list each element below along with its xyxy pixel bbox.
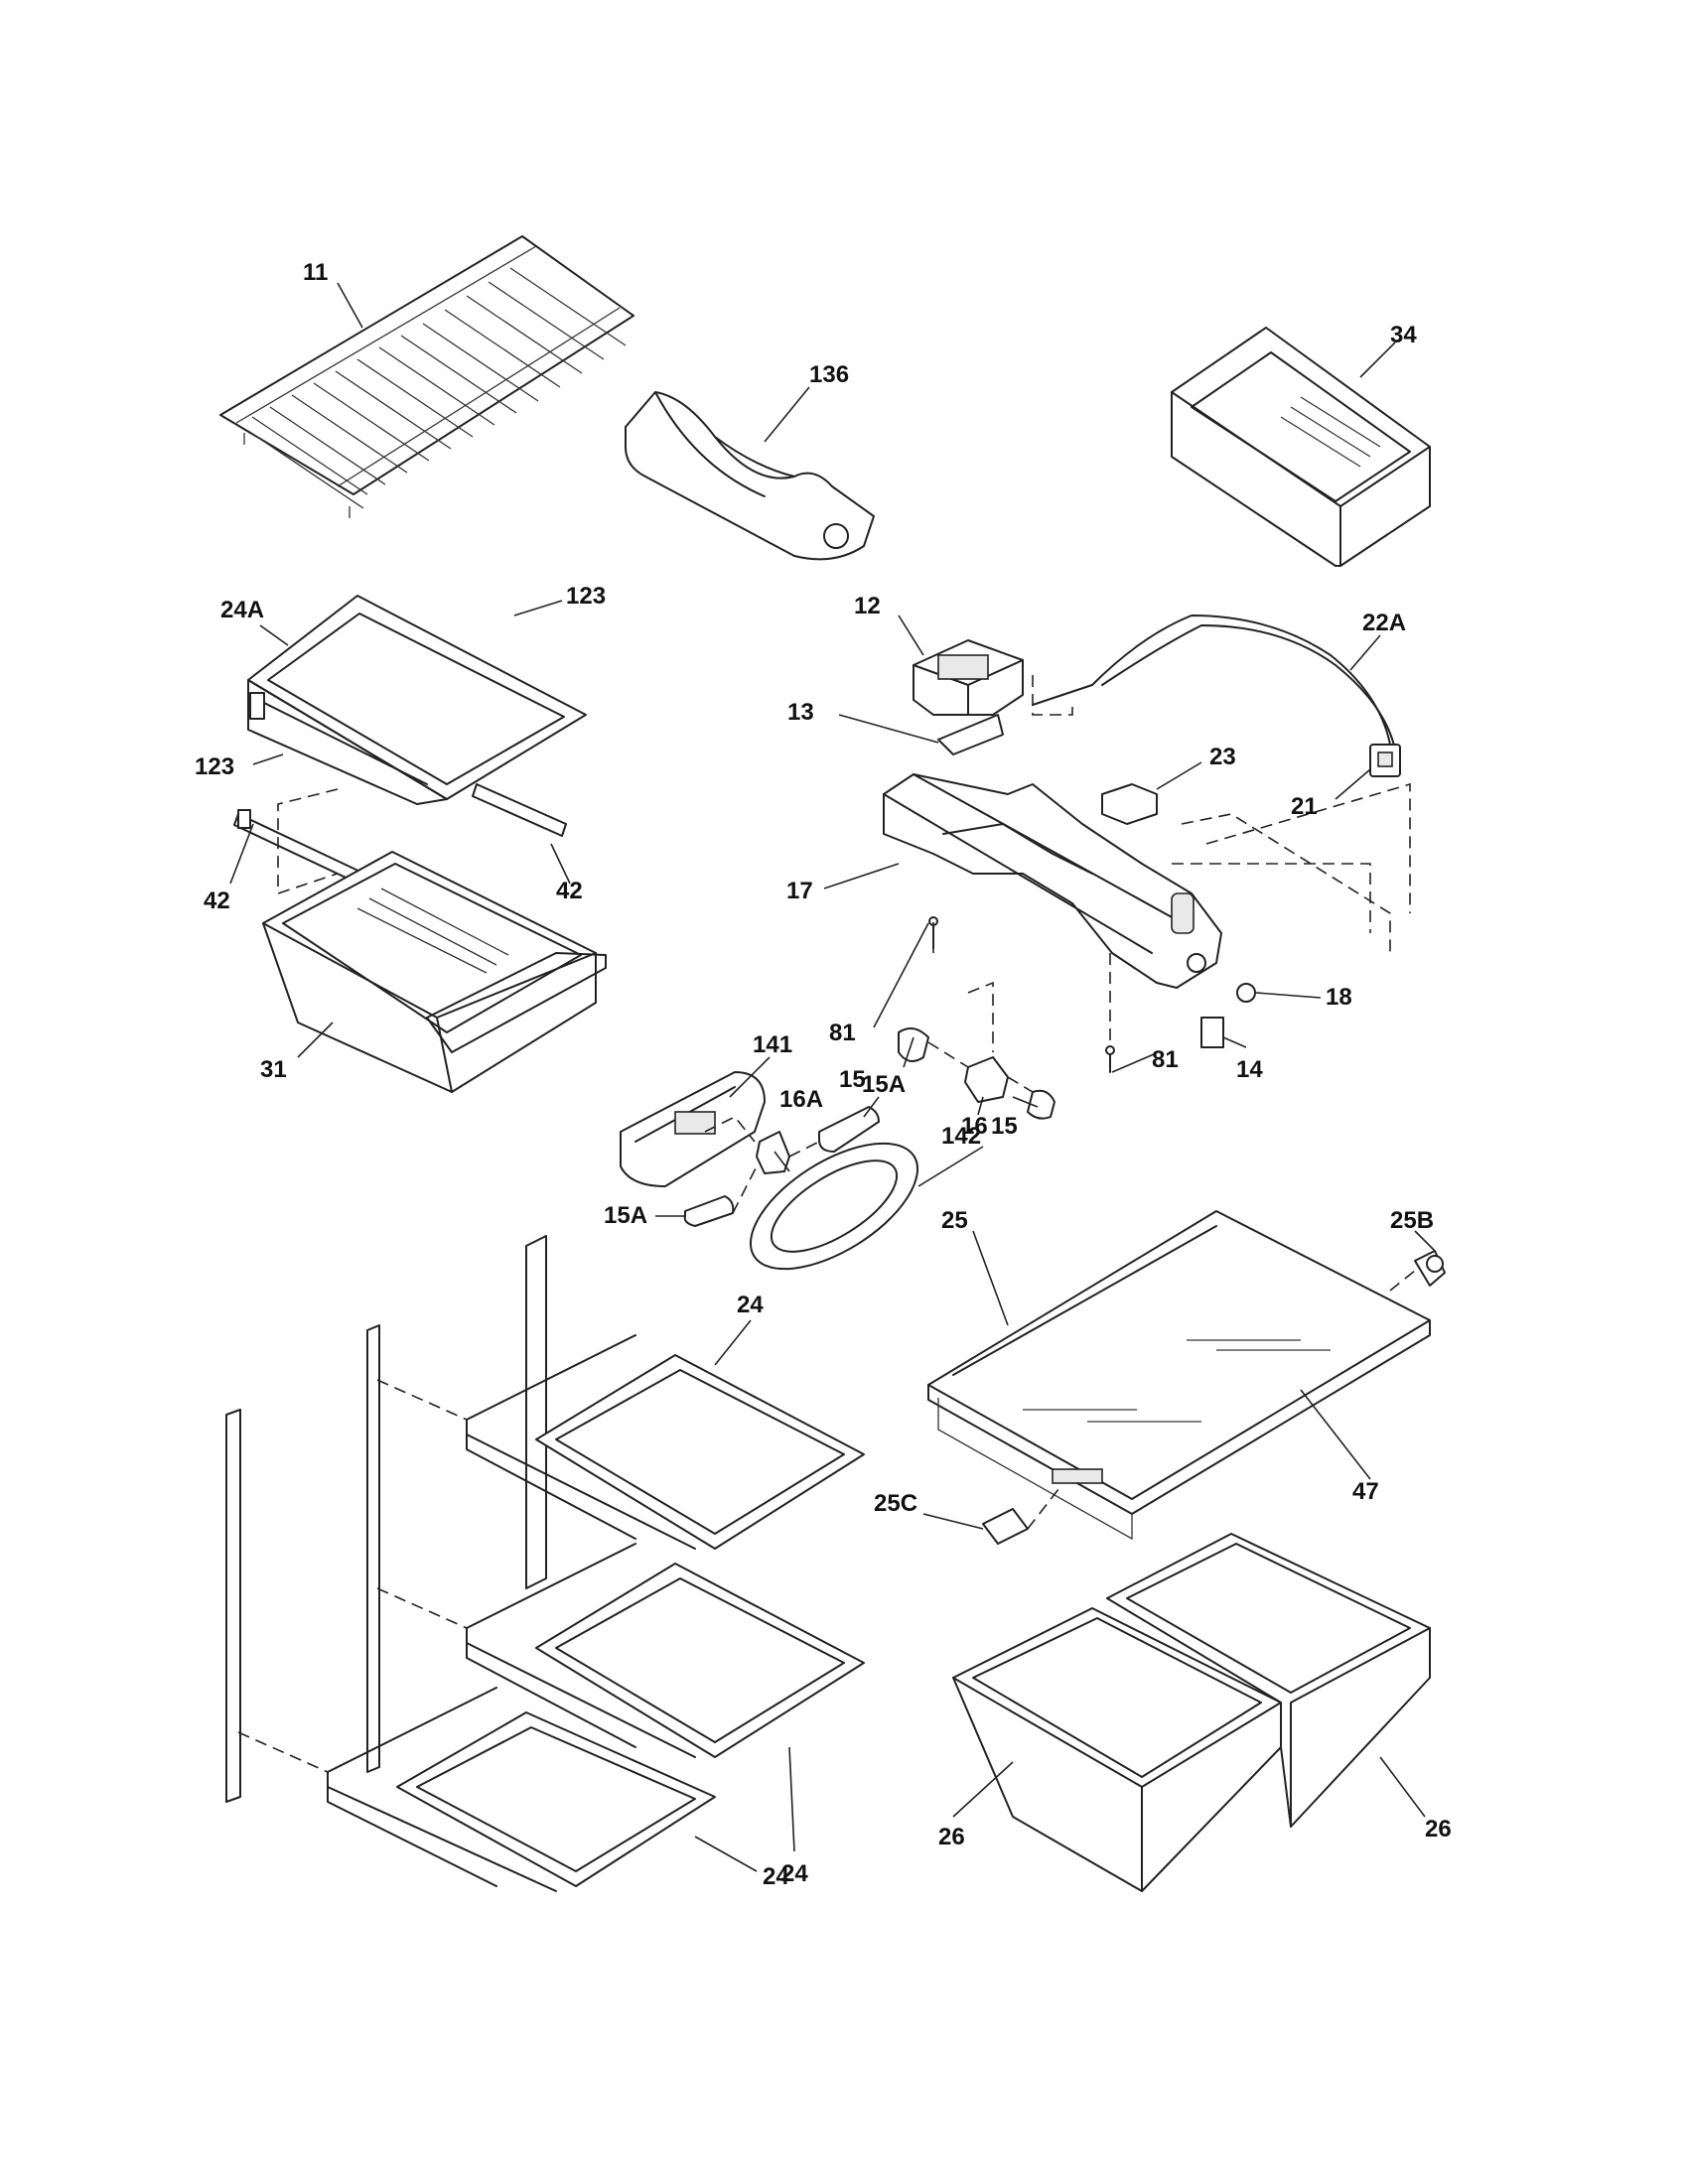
glass-shelf-upper bbox=[247, 595, 587, 837]
callout-15-right: 15 bbox=[991, 1113, 1018, 1140]
callout-17: 17 bbox=[786, 878, 813, 904]
callout-42-left: 42 bbox=[204, 887, 230, 914]
callout-23: 23 bbox=[1209, 744, 1236, 770]
callout-15A-upper: 15A bbox=[862, 1071, 906, 1098]
callout-47: 47 bbox=[1352, 1478, 1379, 1505]
crisper-cover bbox=[927, 1210, 1431, 1541]
socket-16 bbox=[964, 1056, 1009, 1103]
glass-shelf-1 bbox=[466, 1334, 865, 1550]
light-control-housing bbox=[883, 773, 1222, 989]
door-switch bbox=[1200, 1017, 1224, 1048]
callout-24-bottom: 24 bbox=[763, 1863, 789, 1890]
screw-lower bbox=[1105, 1045, 1115, 1073]
callout-22A: 22A bbox=[1362, 610, 1406, 636]
bulb-upper bbox=[898, 1027, 929, 1062]
callout-141: 141 bbox=[753, 1031, 792, 1058]
callout-24-middle: 24 bbox=[781, 1860, 808, 1887]
crisper-drawer-right bbox=[1106, 1533, 1431, 1828]
socket-16A bbox=[756, 1131, 790, 1174]
callout-14: 14 bbox=[1236, 1056, 1263, 1083]
callout-81-right: 81 bbox=[1152, 1046, 1179, 1073]
callout-123-upper: 123 bbox=[566, 583, 606, 610]
callout-12: 12 bbox=[854, 593, 881, 619]
pantry-drawer bbox=[262, 851, 607, 1093]
bulb-15A-upper bbox=[818, 1106, 880, 1153]
crisper-drawer-left bbox=[952, 1607, 1282, 1892]
callout-81-left: 81 bbox=[829, 1020, 856, 1046]
callout-24-top: 24 bbox=[737, 1292, 764, 1318]
control-lever bbox=[937, 714, 1004, 755]
callout-26-left: 26 bbox=[938, 1824, 965, 1850]
callout-25C: 25C bbox=[874, 1490, 917, 1517]
door-bin bbox=[1171, 327, 1431, 567]
callout-15-upper: 15 bbox=[839, 1066, 866, 1093]
callout-31: 31 bbox=[260, 1056, 287, 1083]
bulb-15A-lower bbox=[683, 1195, 735, 1227]
assembly-dashed-lines bbox=[237, 675, 1416, 1773]
can-holder bbox=[625, 391, 875, 561]
cover-support-rear bbox=[1414, 1250, 1446, 1287]
callout-26-right: 26 bbox=[1425, 1816, 1452, 1843]
callout-21: 21 bbox=[1291, 793, 1318, 820]
socket-clip bbox=[1236, 983, 1256, 1003]
callout-11: 11 bbox=[303, 259, 328, 286]
cover-support-front bbox=[982, 1508, 1029, 1545]
callout-18: 18 bbox=[1326, 984, 1352, 1011]
bulb-right bbox=[1027, 1089, 1055, 1120]
glass-shelf-2 bbox=[466, 1543, 865, 1758]
wire-harness bbox=[1032, 614, 1396, 751]
callout-142: 142 bbox=[941, 1123, 981, 1150]
control-knob-housing bbox=[913, 639, 1024, 716]
control-switch bbox=[1369, 744, 1401, 777]
callout-24A: 24A bbox=[220, 597, 264, 623]
callout-labels: 11 136 34 24A 123 123 42 42 31 12 13 22A… bbox=[195, 259, 1452, 1890]
callout-25: 25 bbox=[941, 1207, 968, 1234]
shelf-ladder-rails bbox=[225, 1235, 547, 1803]
callout-16: 16 bbox=[961, 1113, 988, 1140]
callout-13: 13 bbox=[787, 699, 814, 726]
lamp-cover bbox=[620, 1071, 766, 1187]
callout-25B: 25B bbox=[1390, 1207, 1434, 1234]
glass-shelf-3 bbox=[327, 1687, 716, 1892]
callout-15A-lower: 15A bbox=[604, 1202, 647, 1229]
relay bbox=[1101, 783, 1158, 825]
leader-lines bbox=[229, 282, 1436, 1872]
callout-16A: 16A bbox=[779, 1086, 823, 1113]
callout-123-lower: 123 bbox=[195, 753, 234, 780]
callout-34: 34 bbox=[1390, 322, 1417, 348]
callout-42-right: 42 bbox=[556, 878, 583, 904]
lamp-lens bbox=[749, 1142, 919, 1271]
callout-136: 136 bbox=[809, 361, 849, 388]
wire-shelf bbox=[219, 235, 634, 518]
